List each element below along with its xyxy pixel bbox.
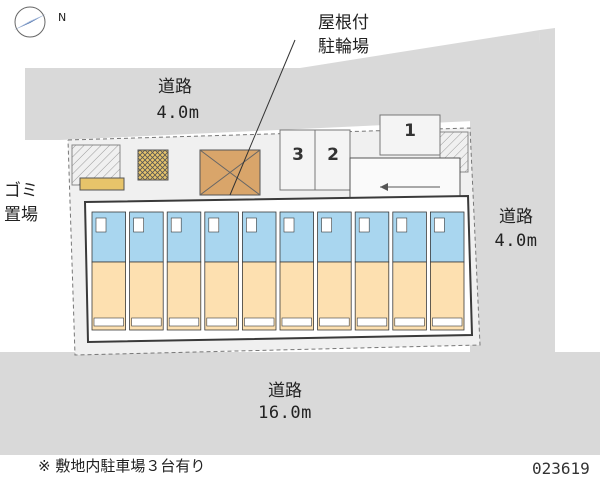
garbage-label-line2: 置場	[4, 205, 38, 225]
unit	[354, 211, 390, 331]
unit	[392, 211, 427, 331]
unit-fixture	[246, 217, 257, 233]
unit	[279, 211, 314, 331]
unit-balcony	[281, 317, 312, 327]
compass-icon	[14, 6, 46, 38]
bike-parking-label-line2: 駐輪場	[318, 37, 369, 57]
unit-fixture	[396, 217, 408, 233]
unit-fixture	[434, 217, 445, 233]
unit-balcony	[432, 317, 463, 327]
unit	[166, 211, 202, 331]
unit-fixture	[208, 217, 220, 233]
unit-balcony	[206, 317, 237, 327]
unit-balcony	[93, 317, 124, 327]
unit-balcony	[244, 317, 275, 327]
unit-fixture	[283, 217, 295, 233]
unit-balcony	[356, 317, 388, 327]
parking-area	[279, 114, 441, 191]
road-top-width: 4.0m	[156, 103, 200, 123]
road-right	[470, 28, 555, 360]
unit	[317, 211, 352, 331]
road-bottom-name: 道路	[268, 381, 302, 401]
storage-box-hatch	[138, 150, 168, 180]
road-bottom-width: 16.0m	[258, 403, 312, 423]
road-right-width: 4.0m	[494, 231, 538, 251]
unit	[241, 211, 277, 331]
unit-fixture	[133, 217, 144, 233]
road-top-name: 道路	[158, 77, 192, 97]
road-right-name: 道路	[499, 207, 533, 227]
property-code: 023619	[532, 459, 590, 478]
parking-slot-2-number: 2	[327, 145, 339, 165]
parking-slot-1	[379, 114, 441, 156]
garbage-area	[79, 177, 125, 191]
unit-group	[91, 211, 465, 331]
unit-balcony	[168, 317, 200, 327]
unit-balcony	[319, 317, 350, 327]
unit-fixture	[95, 217, 107, 233]
entrance-structure	[349, 157, 461, 199]
compass-north-label: N	[58, 11, 67, 24]
parking-slot-1-number: 1	[404, 121, 416, 141]
road-top	[25, 30, 540, 140]
bike-leader-line	[229, 39, 296, 196]
unit-fixture	[358, 217, 370, 233]
unit	[91, 211, 126, 331]
bike-shed-roof-mark	[199, 149, 261, 196]
parking-note: ※ 敷地内駐車場３台有り	[38, 457, 206, 475]
unit-balcony	[394, 317, 425, 327]
unit	[204, 211, 239, 331]
road-bottom	[0, 352, 600, 455]
unit	[429, 211, 465, 331]
garbage-label-line1: ゴミ	[4, 181, 38, 201]
unit-fixture	[170, 217, 182, 233]
parking-slot-3-number: 3	[292, 145, 304, 165]
unit	[129, 211, 164, 331]
bike-parking-label-line1: 屋根付	[318, 13, 369, 33]
unit-fixture	[321, 217, 332, 233]
unit-balcony	[131, 317, 162, 327]
